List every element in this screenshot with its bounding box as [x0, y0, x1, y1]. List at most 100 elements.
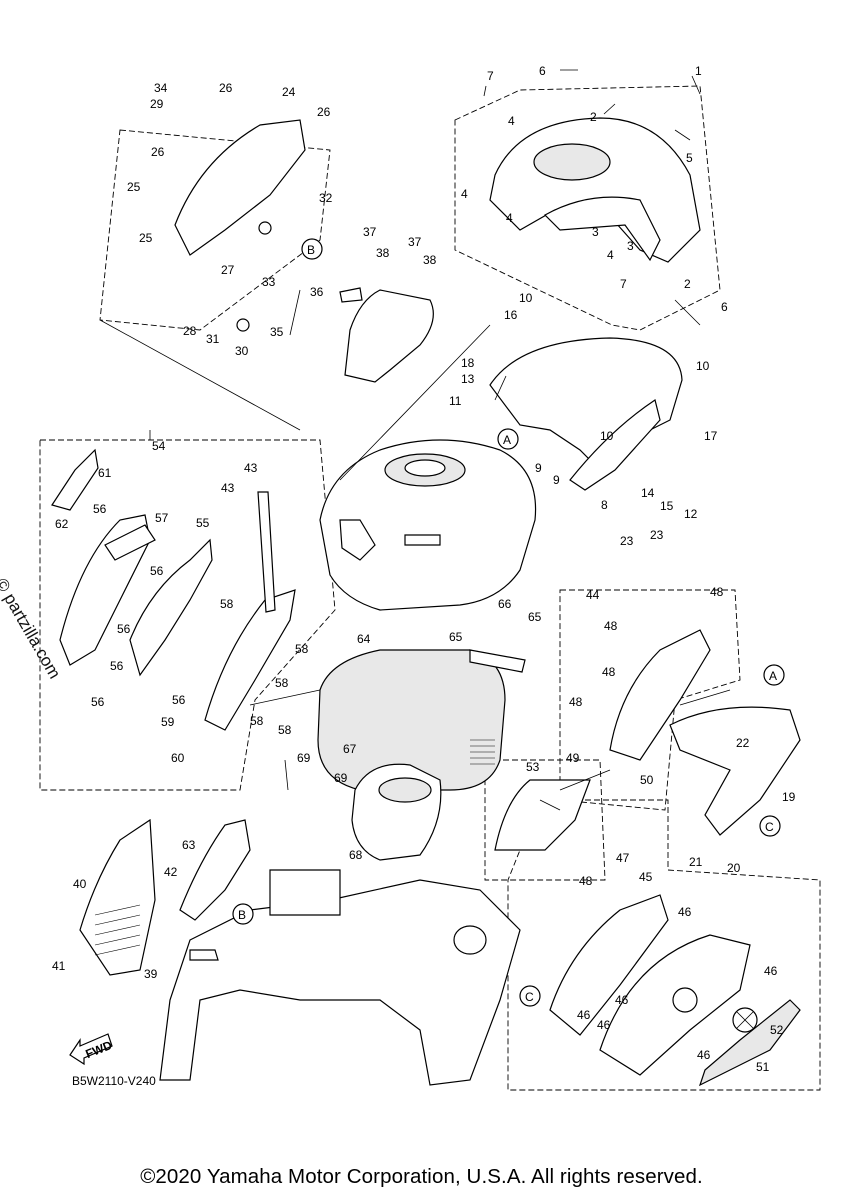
- callout-58: 58: [278, 723, 292, 737]
- callout-63: 63: [182, 838, 196, 852]
- callout-32: 32: [319, 191, 333, 205]
- callout-60: 60: [171, 751, 185, 765]
- callout-67: 67: [343, 742, 357, 756]
- fuel-tank-cover: [489, 117, 701, 263]
- frame: [159, 869, 521, 1086]
- bracket-63: [179, 819, 251, 921]
- callout-43: 43: [221, 481, 235, 495]
- callout-3: 3: [592, 225, 599, 239]
- callout-4: 4: [506, 211, 513, 225]
- ref-marker-a: A: [503, 433, 511, 447]
- grommet-33: [258, 221, 272, 235]
- callout-4: 4: [461, 187, 468, 201]
- callout-48: 48: [602, 665, 616, 679]
- callout-53: 53: [526, 760, 540, 774]
- fuel-tank: [319, 439, 537, 611]
- rubber-mat: [317, 649, 506, 791]
- callout-52: 52: [770, 1023, 784, 1037]
- callout-62: 62: [55, 517, 69, 531]
- callout-37: 37: [363, 225, 377, 239]
- side-cover-right-19: [669, 706, 801, 836]
- callout-10: 10: [600, 429, 614, 443]
- callout-4: 4: [508, 114, 515, 128]
- stay-44: [609, 629, 711, 761]
- callout-23: 23: [650, 528, 664, 542]
- callout-5: 5: [686, 151, 693, 165]
- callout-6: 6: [539, 64, 546, 78]
- callout-46: 46: [597, 1018, 611, 1032]
- callout-64: 64: [357, 632, 371, 646]
- callout-51: 51: [756, 1060, 770, 1074]
- copyright-notice: ©2020 Yamaha Motor Corporation, U.S.A. A…: [140, 1165, 703, 1188]
- stay-43: [257, 491, 276, 613]
- callout-25: 25: [139, 231, 153, 245]
- callout-46: 46: [697, 1048, 711, 1062]
- cowling-side: [599, 934, 751, 1076]
- callout-31: 31: [206, 332, 220, 346]
- callout-46: 46: [615, 993, 629, 1007]
- callout-46: 46: [577, 1008, 591, 1022]
- fwd-label: FWD: [83, 1038, 114, 1061]
- callout-50: 50: [640, 773, 654, 787]
- ref-marker-c: C: [525, 990, 534, 1004]
- callout-30: 30: [235, 344, 249, 358]
- callout-34: 34: [154, 81, 168, 95]
- callout-numbers: 1 2 2 3 3 4 4 4 4 5 6 6 7 7 8 9 9 10 10 …: [52, 64, 796, 1074]
- callout-9: 9: [535, 461, 542, 475]
- callout-61: 61: [98, 466, 112, 480]
- callout-69: 69: [297, 751, 311, 765]
- callout-13: 13: [461, 372, 475, 386]
- callout-48: 48: [604, 619, 618, 633]
- callout-20: 20: [727, 861, 741, 875]
- callout-44: 44: [586, 588, 600, 602]
- callout-46: 46: [764, 964, 778, 978]
- callout-38: 38: [376, 246, 390, 260]
- callout-69: 69: [334, 771, 348, 785]
- callout-48: 48: [569, 695, 583, 709]
- callout-56: 56: [117, 622, 131, 636]
- callout-55: 55: [196, 516, 210, 530]
- ref-marker-a: A: [769, 669, 777, 683]
- callout-3: 3: [627, 239, 634, 253]
- callout-28: 28: [183, 324, 197, 338]
- callout-7: 7: [487, 69, 494, 83]
- reference-markers: B A A C B C: [232, 238, 785, 1007]
- callout-40: 40: [73, 877, 87, 891]
- callout-10: 10: [696, 359, 710, 373]
- callout-66: 66: [498, 597, 512, 611]
- callout-47: 47: [616, 851, 630, 865]
- callout-22: 22: [736, 736, 750, 750]
- callout-56: 56: [93, 502, 107, 516]
- callout-54: 54: [152, 439, 166, 453]
- callout-15: 15: [660, 499, 674, 513]
- callout-43: 43: [244, 461, 258, 475]
- fuel-tank-bracket: [469, 649, 526, 673]
- callout-56: 56: [150, 564, 164, 578]
- callout-24: 24: [282, 85, 296, 99]
- callout-65: 65: [528, 610, 542, 624]
- callout-4: 4: [607, 248, 614, 262]
- callout-23: 23: [620, 534, 634, 548]
- callout-19: 19: [782, 790, 796, 804]
- air-scoop-inner: [339, 287, 434, 383]
- ref-marker-b: B: [307, 243, 315, 257]
- callout-65: 65: [449, 630, 463, 644]
- callout-45: 45: [639, 870, 653, 884]
- callout-11: 11: [449, 394, 462, 408]
- callout-33: 33: [262, 275, 276, 289]
- callout-41: 41: [52, 959, 66, 973]
- callout-46: 46: [678, 905, 692, 919]
- callout-42: 42: [164, 865, 178, 879]
- callout-2: 2: [590, 110, 597, 124]
- callout-36: 36: [310, 285, 324, 299]
- callout-57: 57: [155, 511, 169, 525]
- callout-49: 49: [566, 751, 580, 765]
- callout-29: 29: [150, 97, 164, 111]
- callout-26: 26: [219, 81, 233, 95]
- callout-1: 1: [695, 64, 702, 78]
- callout-18: 18: [461, 356, 475, 370]
- fwd-arrow: FWD: [69, 1033, 114, 1066]
- panel-61: [51, 448, 99, 511]
- callout-37: 37: [408, 235, 422, 249]
